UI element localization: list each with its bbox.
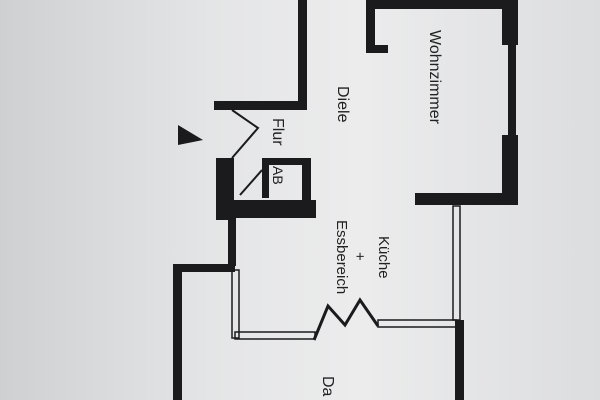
wall — [216, 200, 316, 218]
wall — [502, 135, 518, 205]
wall — [173, 264, 182, 400]
entrance-arrow-icon — [178, 125, 203, 145]
window — [231, 205, 461, 340]
room-label-diele: Diele — [334, 86, 351, 123]
door-swing — [239, 169, 263, 196]
wall — [298, 0, 307, 110]
kitchen-opening — [312, 297, 380, 341]
wall — [214, 101, 307, 110]
kueche-line-2: + — [351, 252, 368, 261]
wall — [415, 193, 518, 205]
room-label-flur: Flur — [269, 118, 286, 146]
wall — [228, 218, 236, 266]
wall — [262, 158, 269, 198]
wall — [366, 0, 516, 9]
wall — [502, 0, 518, 45]
wall — [173, 264, 235, 272]
wall — [508, 45, 516, 135]
room-label-kueche: Küche — [375, 236, 392, 279]
wall — [455, 320, 464, 400]
wall — [366, 0, 375, 52]
kueche-line-1: Küche — [375, 236, 392, 279]
room-label-da: Da — [319, 376, 336, 397]
kueche-line-3: Essbereich — [333, 220, 350, 295]
wall — [302, 158, 311, 213]
door-swing — [231, 109, 260, 159]
wall — [266, 158, 310, 165]
room-label-wohnzimmer: Wohnzimmer — [426, 30, 443, 124]
wall — [366, 45, 388, 53]
room-label-ab: AB — [270, 166, 286, 185]
